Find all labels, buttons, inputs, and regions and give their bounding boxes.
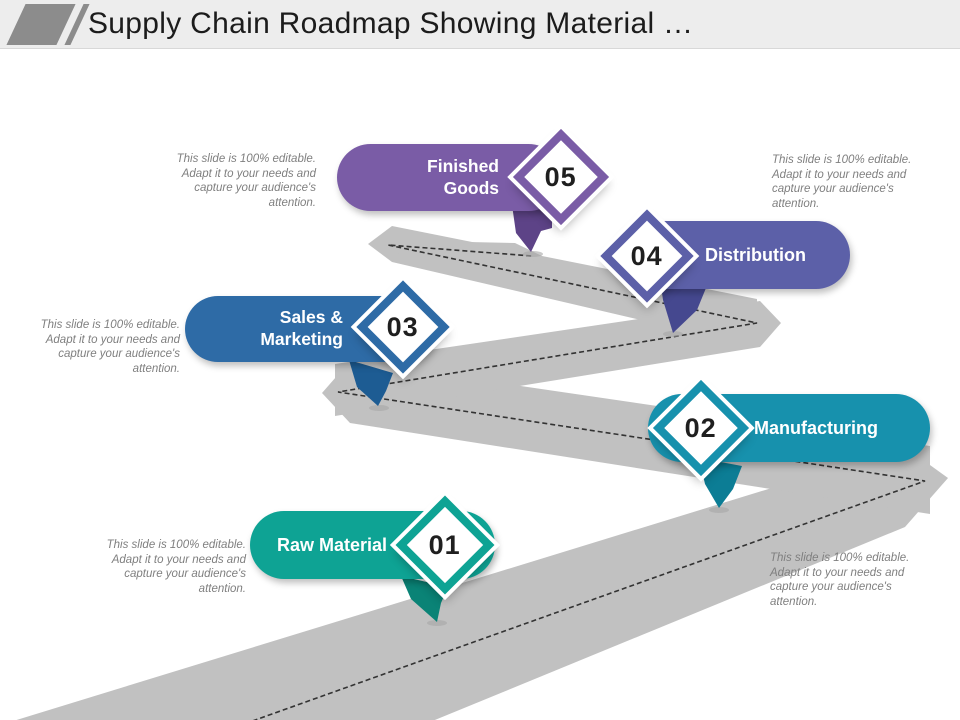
note-distribution: This slide is 100% editable. Adapt it to… bbox=[772, 154, 912, 210]
pointer-shadow bbox=[709, 507, 729, 513]
note-sales-marketing: This slide is 100% editable. Adapt it to… bbox=[40, 319, 180, 375]
milestone-01-number: 01 bbox=[428, 529, 462, 560]
milestone-03-label: Sales & Marketing bbox=[260, 307, 343, 349]
milestone-01-pointer bbox=[401, 576, 448, 622]
pointer-shadow bbox=[427, 620, 447, 626]
milestone-02-label: Manufacturing bbox=[754, 417, 878, 438]
pointer-shadow bbox=[523, 251, 543, 257]
road-segment-2 bbox=[322, 361, 930, 514]
slide-header: Supply Chain Roadmap Showing Material … bbox=[0, 0, 960, 49]
milestone-02-pointer bbox=[699, 458, 742, 508]
note-finished-goods: This slide is 100% editable. Adapt it to… bbox=[176, 153, 316, 209]
page-title: Supply Chain Roadmap Showing Material … bbox=[88, 7, 694, 40]
milestone-05-number: 05 bbox=[544, 161, 578, 192]
note-raw-material: This slide is 100% editable. Adapt it to… bbox=[106, 539, 246, 595]
milestone-04-label: Distribution bbox=[705, 244, 806, 265]
milestone-05-label: Finished Goods bbox=[427, 155, 499, 198]
milestone-04-number: 04 bbox=[630, 240, 664, 271]
pointer-shadow bbox=[369, 405, 389, 411]
note-bottom-right: This slide is 100% editable. Adapt it to… bbox=[770, 552, 910, 608]
road-segment-3 bbox=[335, 301, 781, 416]
pointer-shadow bbox=[663, 331, 683, 337]
milestone-01-label: Raw Material bbox=[276, 534, 387, 555]
road-segment-bottom bbox=[16, 447, 948, 720]
milestone-05-pointer bbox=[512, 205, 552, 252]
milestone-02-number: 02 bbox=[684, 412, 718, 443]
milestone-03-number: 03 bbox=[386, 311, 420, 342]
milestone-03-pointer bbox=[349, 360, 393, 406]
